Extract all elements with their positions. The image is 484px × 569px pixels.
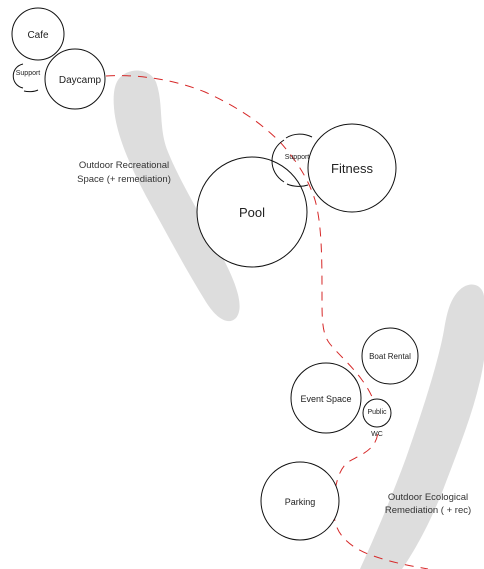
daycamp-label: Daycamp: [59, 75, 102, 86]
boat-rental-circle: [361, 327, 419, 385]
support-right-arc: [271, 139, 285, 183]
pool-label: Pool: [239, 205, 265, 220]
support-left-label: Support: [16, 70, 41, 77]
cafe-circle: [11, 7, 65, 61]
ecological-area-label-line1: Outdoor Ecological: [388, 492, 468, 503]
boat-rental-label: Boat Rental: [369, 352, 411, 361]
support-left-arc-bottom: [23, 89, 39, 93]
recreational-band: [113, 70, 240, 322]
support-right-label: Support: [285, 154, 310, 161]
fitness-label: Fitness: [331, 161, 373, 176]
ecological-area-label-line2: Remediation ( + rec): [385, 505, 471, 516]
cafe-label: Cafe: [27, 30, 49, 41]
recreational-area-label-line1: Outdoor Recreational: [79, 160, 169, 171]
public-wc-label-line2: WC: [371, 431, 383, 438]
public-wc-circle: [362, 398, 392, 428]
support-right-arc-top: [285, 133, 313, 139]
recreational-area-label-line2: Space (+ remediation): [77, 174, 171, 185]
support-right-arc-bottom: [286, 183, 309, 187]
event-space-label: Event Space: [300, 394, 351, 404]
ecological-band: [360, 284, 484, 569]
daycamp-circle: [44, 48, 106, 110]
fitness-circle: [307, 123, 397, 213]
circulation-path: [105, 75, 429, 569]
public-wc-label-line1: Public: [367, 409, 387, 416]
support-left-arc: [12, 63, 24, 89]
event-space-circle: [290, 362, 362, 434]
parking-circle: [260, 461, 340, 541]
parking-label: Parking: [285, 497, 316, 507]
pool-circle: [196, 156, 308, 268]
